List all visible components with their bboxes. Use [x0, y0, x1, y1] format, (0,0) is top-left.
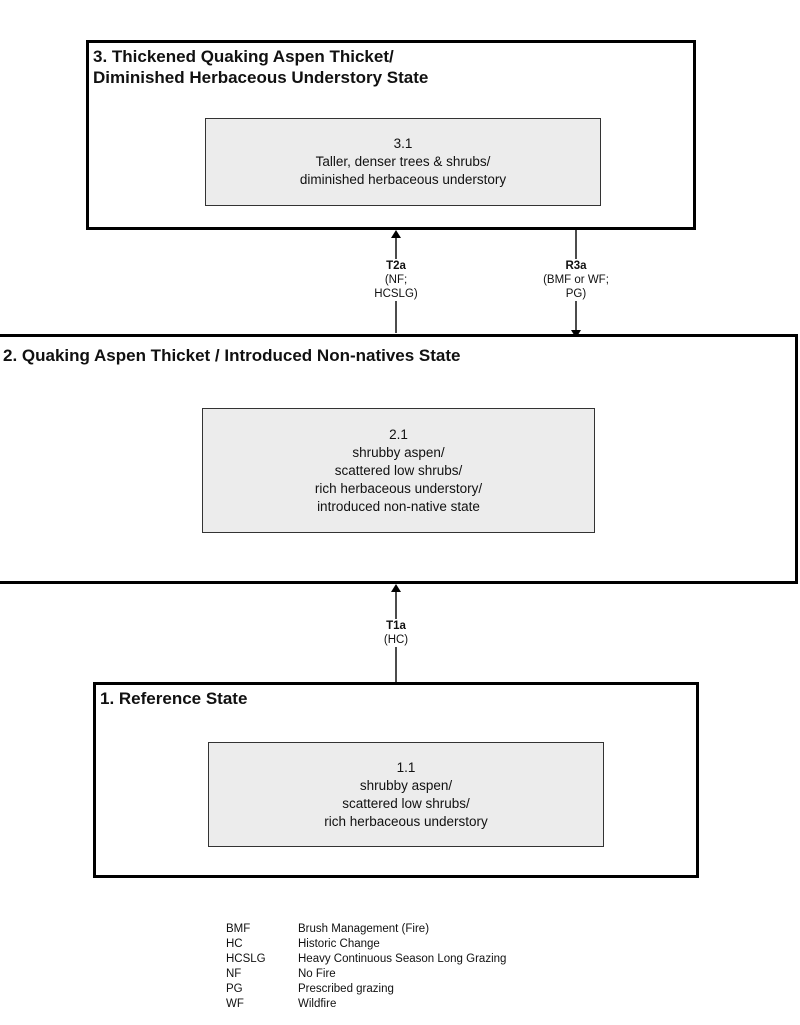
transition-t1a-note: (HC): [383, 634, 409, 646]
phase-2-1-line: introduced non-native state: [317, 498, 480, 514]
legend-row: NF No Fire: [226, 967, 506, 982]
legend-abbr: HCSLG: [226, 953, 266, 965]
phase-2-1-box: 2.1 shrubby aspen/ scattered low shrubs/…: [202, 408, 595, 533]
legend-abbr: BMF: [226, 923, 251, 935]
state-1-title-line1: 1. Reference State: [100, 689, 248, 708]
legend-row: HC Historic Change: [226, 937, 506, 952]
legend-abbr: WF: [226, 998, 244, 1010]
legend-meaning: Brush Management (Fire): [298, 923, 430, 935]
phase-3-1-number: 3.1: [393, 136, 413, 151]
state-1-box: 1. Reference State 1.1 shrubby aspen/ sc…: [93, 682, 699, 878]
phase-2-1-line: scattered low shrubs/: [334, 462, 463, 478]
legend-meaning: No Fire: [298, 968, 336, 980]
state-3-title-line2: Diminished Herbaceous Understory State: [93, 68, 429, 87]
phase-3-1-line: diminished herbaceous understory: [299, 172, 507, 187]
state-3-title: 3. Thickened Quaking Aspen Thicket/ Dimi…: [93, 46, 428, 88]
transition-t1a-label: T1a (HC): [361, 619, 431, 647]
legend-row: WF Wildfire: [226, 997, 506, 1012]
transition-r3a-note: (BMF or WF;: [543, 274, 609, 286]
phase-1-1-line: scattered low shrubs/: [342, 795, 470, 811]
phase-2-1-line: shrubby aspen/: [352, 444, 445, 460]
state-2-title-line1: 2. Quaking Aspen Thicket / Introduced No…: [3, 346, 461, 365]
legend-meaning: Prescribed grazing: [298, 983, 394, 995]
legend-meaning: Heavy Continuous Season Long Grazing: [298, 953, 507, 965]
transition-t2a-code: T2a: [386, 260, 406, 272]
legend-meaning: Historic Change: [298, 938, 380, 950]
state-2-title: 2. Quaking Aspen Thicket / Introduced No…: [3, 345, 461, 366]
legend-meaning: Wildfire: [298, 998, 337, 1010]
transition-t2a-note: (NF;: [384, 274, 408, 286]
phase-2-1-number: 2.1: [389, 426, 408, 442]
legend: BMF Brush Management (Fire) HC Historic …: [226, 922, 506, 1012]
phase-3-1-box: 3.1 Taller, denser trees & shrubs/ dimin…: [205, 118, 601, 206]
transition-t2a-label: T2a (NF; HCSLG): [356, 259, 436, 301]
legend-row: HCSLG Heavy Continuous Season Long Grazi…: [226, 952, 506, 967]
phase-1-1-number: 1.1: [396, 759, 416, 775]
phase-2-1-line: rich herbaceous understory/: [314, 480, 483, 496]
transition-r3a-note: PG): [565, 288, 587, 300]
transition-t2a-note: HCSLG): [374, 288, 418, 300]
phase-3-1-line: Taller, denser trees & shrubs/: [315, 154, 491, 169]
phase-1-1-line: rich herbaceous understory: [324, 813, 488, 829]
state-3-box: 3. Thickened Quaking Aspen Thicket/ Dimi…: [86, 40, 696, 230]
legend-abbr: PG: [226, 983, 243, 995]
phase-1-1-line: shrubby aspen/: [359, 777, 453, 793]
transition-t1a-code: T1a: [386, 620, 406, 632]
legend-row: BMF Brush Management (Fire): [226, 922, 506, 937]
phase-1-1-box: 1.1 shrubby aspen/ scattered low shrubs/…: [208, 742, 604, 847]
legend-abbr: HC: [226, 938, 243, 950]
state-1-title: 1. Reference State: [100, 688, 247, 709]
state-3-title-line1: 3. Thickened Quaking Aspen Thicket/: [93, 47, 394, 66]
legend-row: PG Prescribed grazing: [226, 982, 506, 997]
transition-r3a-label: R3a (BMF or WF; PG): [531, 259, 621, 301]
legend-abbr: NF: [226, 968, 242, 980]
state-2-box: 2. Quaking Aspen Thicket / Introduced No…: [0, 334, 798, 584]
transition-r3a-code: R3a: [565, 260, 587, 272]
